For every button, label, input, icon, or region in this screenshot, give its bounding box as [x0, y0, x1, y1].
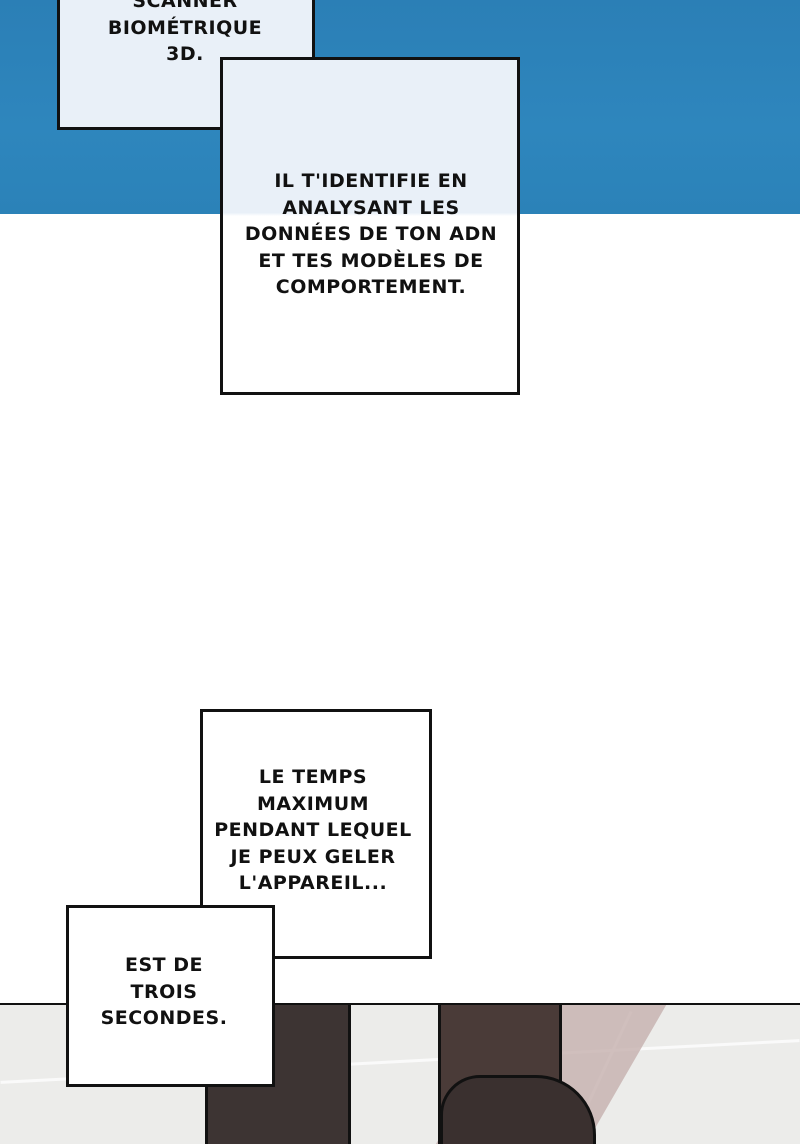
text-line: DONNÉES DE TON ADN: [244, 223, 498, 245]
bubble-top-text-b: IL T'IDENTIFIE EN ANALYSANT LES DONNÉES …: [240, 168, 502, 301]
bubble-bottom-text-b: EST DE TROIS SECONDES.: [80, 952, 248, 1032]
text-line: L'APPAREIL...: [238, 872, 388, 894]
text-line: COMPORTEMENT.: [275, 276, 467, 298]
text-line: PENDANT LEQUEL: [214, 819, 412, 841]
text-line: EST DE: [125, 954, 203, 976]
text-line: MAXIMUM: [256, 792, 370, 815]
text-line: ANALYSANT LES: [282, 196, 460, 219]
bubble-top-text-a: SCANNER BIOMÉTRIQUE 3D.: [70, 0, 300, 68]
speech-bubble-top-lower: [220, 57, 520, 395]
character-shoe: [440, 1075, 596, 1144]
bubble-joint: [203, 908, 272, 956]
text-line: SCANNER: [132, 0, 238, 12]
text-line: 3D.: [166, 43, 204, 65]
text-line: ET TES MODÈLES DE: [258, 249, 484, 272]
bubble-joint: [223, 60, 312, 127]
text-line: JE PEUX GELER: [230, 845, 396, 868]
text-line: SECONDES.: [100, 1007, 228, 1029]
text-line: LE TEMPS: [258, 766, 368, 788]
text-line: IL T'IDENTIFIE EN: [274, 170, 468, 192]
bubble-bottom-text-a: LE TEMPS MAXIMUM PENDANT LEQUEL JE PEUX …: [212, 764, 414, 897]
text-line: TROIS: [130, 980, 198, 1003]
text-line: BIOMÉTRIQUE: [107, 16, 263, 39]
